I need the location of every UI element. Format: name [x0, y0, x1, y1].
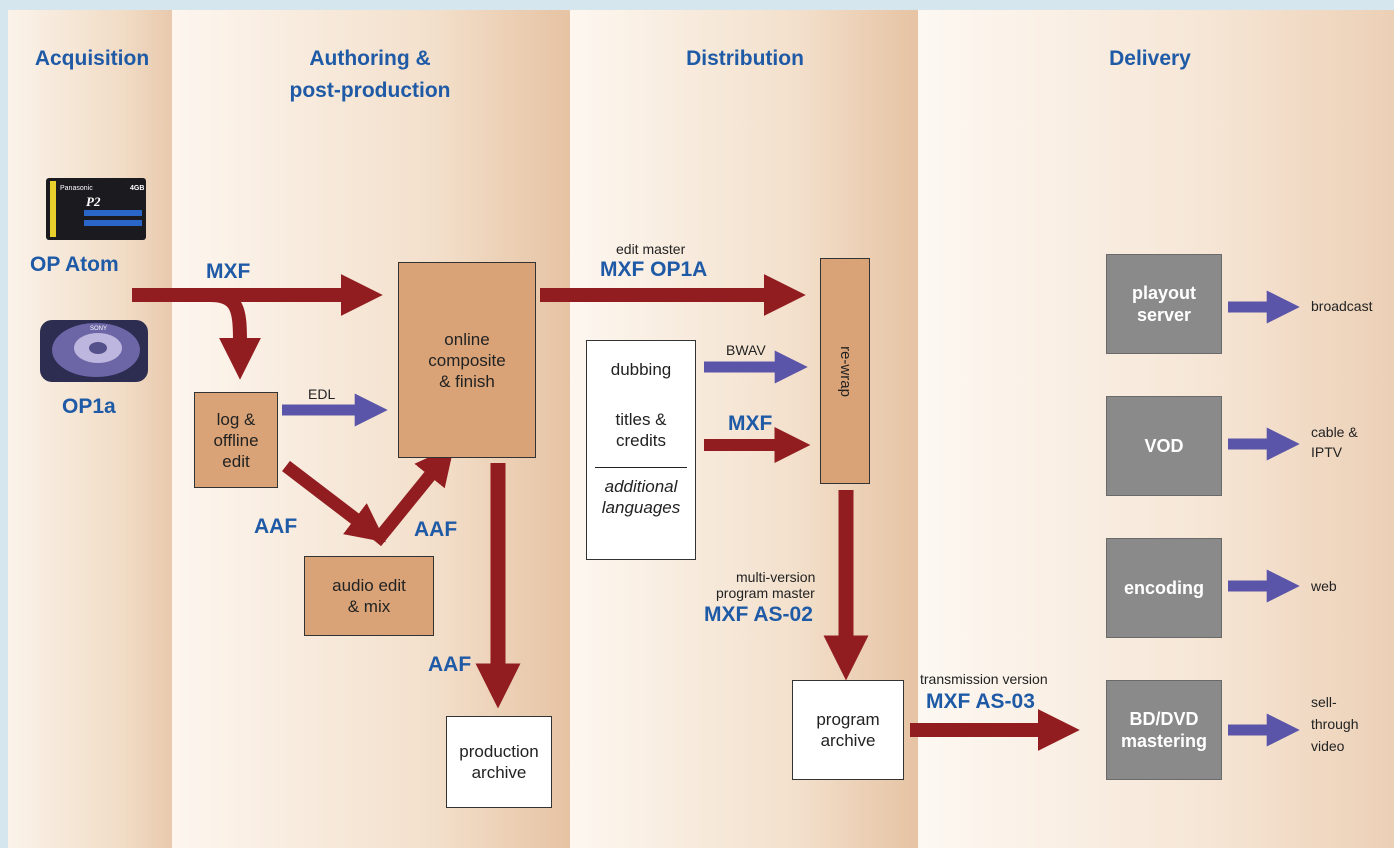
multi-version-label-line1: multi-version: [736, 569, 816, 585]
mxf-op1a-label: MXF OP1A: [600, 258, 708, 281]
p2-card-image: Panasonic 4GB P2: [46, 178, 146, 240]
vod-label: VOD: [1144, 436, 1184, 456]
dubbing-label: dubbing: [610, 360, 672, 379]
audio-edit-mix-box: audio edit & mix: [304, 556, 434, 636]
op-atom-label: OP Atom: [30, 253, 119, 276]
disc-brand: SONY: [90, 326, 107, 332]
additional-languages-line2: languages: [601, 498, 681, 517]
online-composite-line3: & finish: [439, 371, 495, 391]
program-archive-line1: program: [816, 710, 880, 729]
program-archive-line2: archive: [820, 731, 876, 750]
bd-dvd-line1: BD/DVD: [1129, 709, 1199, 729]
encoding-box: encoding: [1106, 538, 1222, 638]
mxf-as03-label: MXF AS-03: [926, 690, 1035, 713]
acquisition-column: [8, 10, 172, 848]
audio-edit-line2: & mix: [347, 597, 391, 616]
xdcam-disc-image: SONY: [40, 320, 148, 382]
acquisition-heading: Acquisition: [34, 47, 150, 70]
titles-line2: credits: [615, 431, 667, 450]
log-offline-line3: edit: [222, 451, 250, 471]
encoding-label: encoding: [1124, 578, 1204, 598]
audio-to-online-arrow: [370, 445, 455, 547]
sell-through-line3: video: [1311, 738, 1345, 754]
production-archive-line1: production: [459, 742, 539, 761]
bd-dvd-line2: mastering: [1120, 731, 1208, 751]
rewrap-label: re-wrap: [836, 345, 854, 397]
p2-card-capacity: 4GB: [130, 185, 144, 192]
box-divider: [595, 467, 687, 468]
playout-line2: server: [1136, 305, 1192, 325]
aaf-archive-label: AAF: [428, 653, 472, 676]
online-composite-line2: composite: [428, 350, 506, 370]
delivery-heading: Delivery: [1109, 47, 1191, 70]
p2-card-brand: Panasonic: [60, 185, 93, 192]
additional-languages-line1: additional: [604, 477, 678, 496]
log-offline-line1: log &: [216, 409, 256, 429]
production-archive-line2: archive: [471, 763, 527, 782]
aaf-audio-label: AAF: [414, 518, 458, 541]
mxf-acquisition-label: MXF: [206, 260, 251, 283]
cable-iptv-line1: cable &: [1311, 424, 1358, 440]
distribution-heading: Distribution: [686, 47, 804, 70]
mxf-as02-label: MXF AS-02: [704, 603, 813, 626]
rewrap-box: re-wrap: [820, 258, 870, 484]
localization-sources-box: dubbing titles & credits additional lang…: [586, 340, 696, 560]
offline-to-audio-arrow: [282, 460, 386, 543]
edit-master-label: edit master: [616, 241, 686, 257]
bwav-label: BWAV: [726, 342, 766, 358]
aaf-offline-label: AAF: [254, 515, 298, 538]
vod-box: VOD: [1106, 396, 1222, 496]
p2-card-logo: P2: [86, 194, 101, 209]
mxf-titles-label: MXF: [728, 412, 773, 435]
authoring-heading-line2: post-production: [289, 79, 451, 102]
broadcast-label: broadcast: [1311, 298, 1373, 314]
sell-through-line2: through: [1311, 716, 1359, 732]
playout-line1: playout: [1131, 283, 1196, 303]
authoring-heading-line1: Authoring &: [309, 47, 431, 70]
acquisition-to-offline-arrow: [209, 288, 261, 380]
program-archive-box: program archive: [792, 680, 904, 780]
log-offline-line2: offline: [213, 430, 259, 450]
sell-through-line1: sell-: [1311, 694, 1337, 710]
cable-iptv-line2: IPTV: [1311, 444, 1343, 460]
op1a-label: OP1a: [62, 395, 116, 418]
web-label: web: [1311, 578, 1337, 594]
production-archive-box: production archive: [446, 716, 552, 808]
audio-edit-line1: audio edit: [332, 576, 406, 595]
edl-label: EDL: [308, 386, 336, 402]
transmission-version-label: transmission version: [920, 671, 1048, 687]
multi-version-label-line2: program master: [716, 585, 815, 601]
online-composite-line1: online: [444, 329, 490, 349]
titles-line1: titles &: [615, 410, 667, 429]
